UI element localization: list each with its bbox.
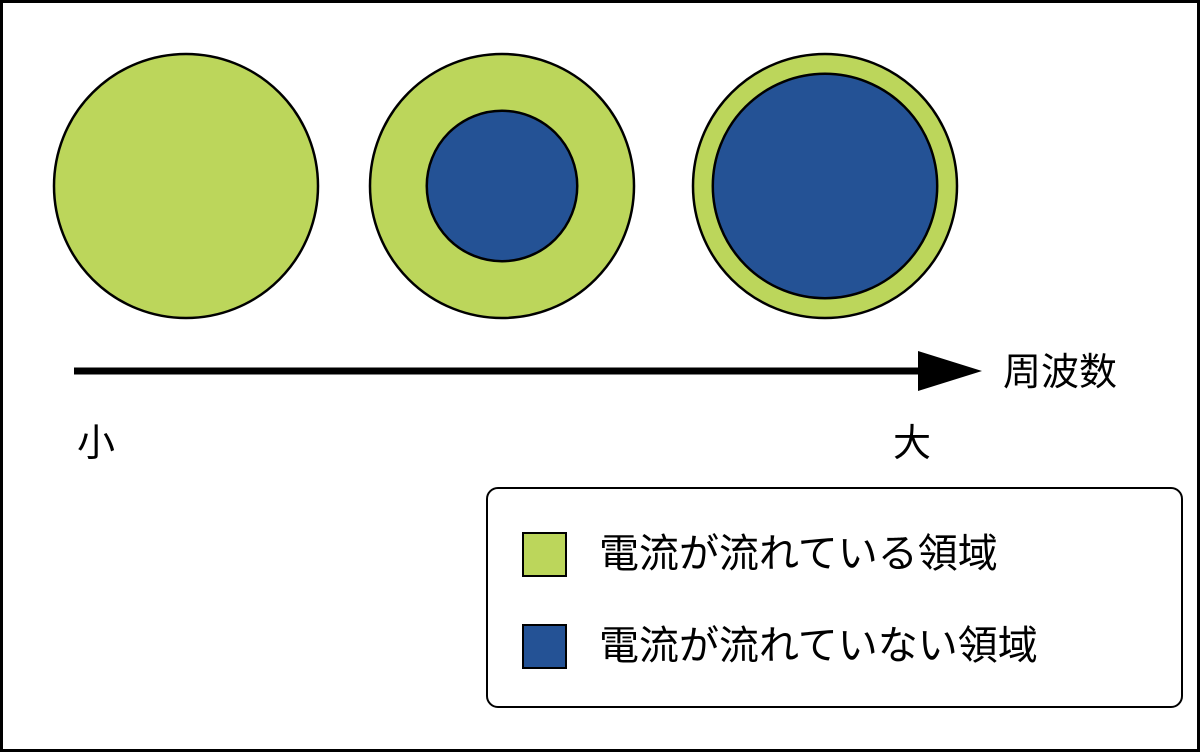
legend-swatch-non-conducting [522, 623, 567, 669]
legend-item-non-conducting: 電流が流れていない領域 [522, 623, 1038, 669]
conductor-cross-sections [52, 52, 959, 320]
frequency-axis-arrowhead [918, 351, 982, 391]
conductor-mid-frequency-core [425, 109, 579, 263]
legend: 電流が流れている領域 電流が流れていない領域 [486, 487, 1183, 708]
axis-high-label: 大 [893, 421, 932, 465]
legend-label-non-conducting: 電流が流れていない領域 [599, 623, 1038, 669]
frequency-axis [74, 351, 982, 391]
axis-label-frequency: 周波数 [1003, 350, 1118, 394]
axis-low-label: 小 [77, 421, 116, 465]
legend-swatch-conducting [522, 531, 567, 577]
legend-item-conducting: 電流が流れている領域 [522, 531, 998, 577]
legend-label-conducting: 電流が流れている領域 [599, 531, 998, 577]
conductor-low-frequency-outer [52, 52, 320, 320]
conductor-high-frequency-core [711, 72, 939, 300]
